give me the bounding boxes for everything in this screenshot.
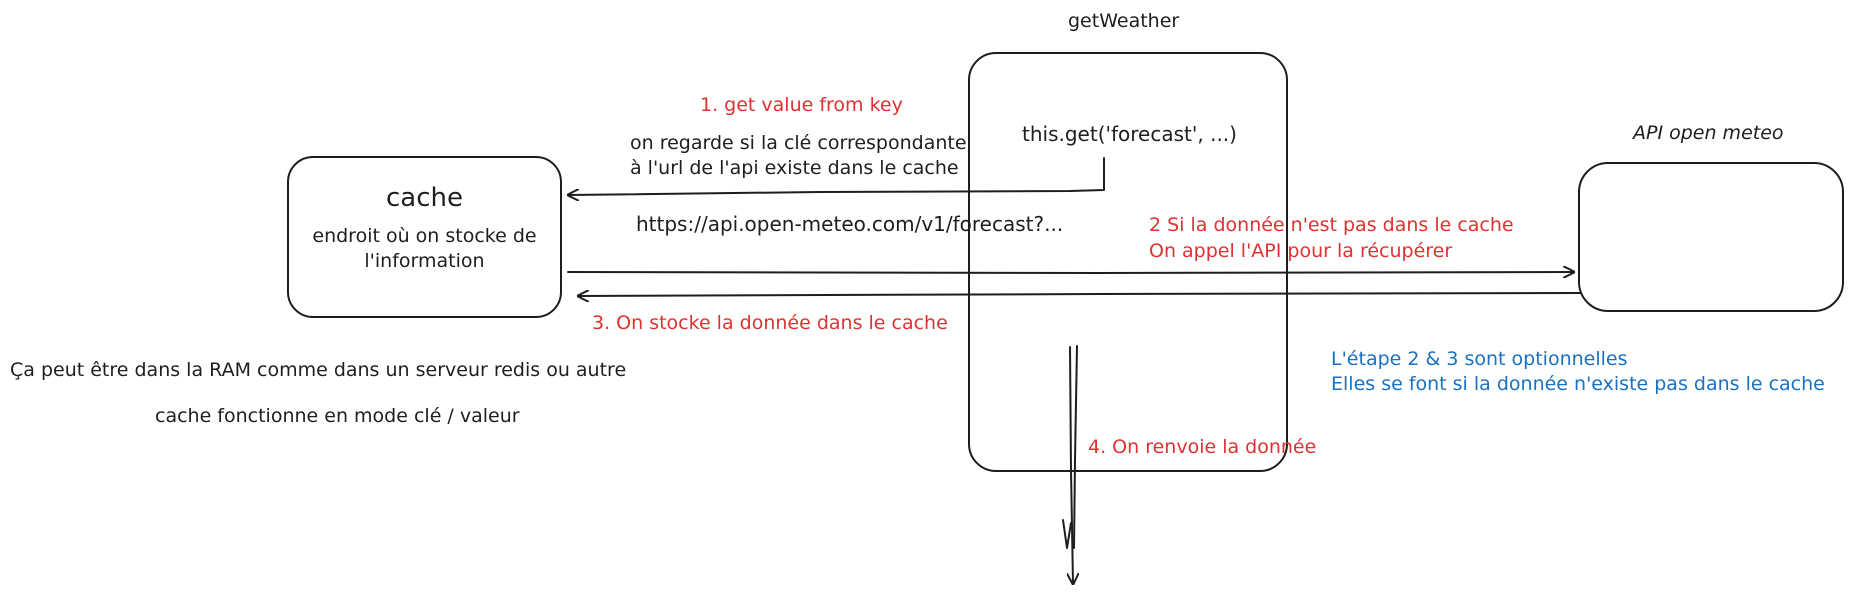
- getweather-title: getWeather: [1068, 10, 1180, 32]
- note-optional-line1: L'étape 2 & 3 sont optionnelles: [1331, 348, 1628, 370]
- step2-line1: 2 Si la donnée n'est pas dans le cache: [1149, 214, 1514, 236]
- getweather-node[interactable]: [968, 52, 1288, 472]
- step4-title: 4. On renvoie la donnée: [1088, 436, 1317, 458]
- arrow-return-data-head-sketch: [1062, 519, 1072, 549]
- cache-title: cache: [386, 183, 463, 213]
- cache-description-line1: endroit où on stocke de: [312, 225, 537, 247]
- arrow-api-to-cache: [578, 293, 1581, 296]
- cache-description-line2: l'information: [364, 250, 485, 272]
- api-title: API open meteo: [1633, 122, 1784, 144]
- step3-title: 3. On stocke la donnée dans le cache: [592, 312, 948, 334]
- arrow-get-to-cache: [568, 157, 1105, 195]
- step1-detail-line1: on regarde si la clé correspondante: [630, 132, 967, 154]
- note-storage: Ça peut être dans la RAM comme dans un s…: [10, 359, 627, 381]
- arrow-cache-to-api: [567, 272, 1574, 273]
- step1-title: 1. get value from key: [700, 94, 903, 116]
- note-key-value-mode: cache fonctionne en mode clé / valeur: [155, 405, 520, 427]
- arrow-return-data-sketch-stroke: [1073, 345, 1078, 549]
- api-node[interactable]: [1578, 162, 1844, 312]
- note-optional-line2: Elles se font si la donnée n'existe pas …: [1331, 373, 1825, 395]
- cache-node[interactable]: [287, 156, 562, 318]
- getweather-code: this.get('forecast', ...): [1022, 122, 1237, 146]
- step2-line2: On appel l'API pour la récupérer: [1149, 240, 1453, 262]
- step1-url: https://api.open-meteo.com/v1/forecast?.…: [636, 212, 1064, 236]
- step1-detail-line2: à l'url de l'api existe dans le cache: [630, 157, 959, 179]
